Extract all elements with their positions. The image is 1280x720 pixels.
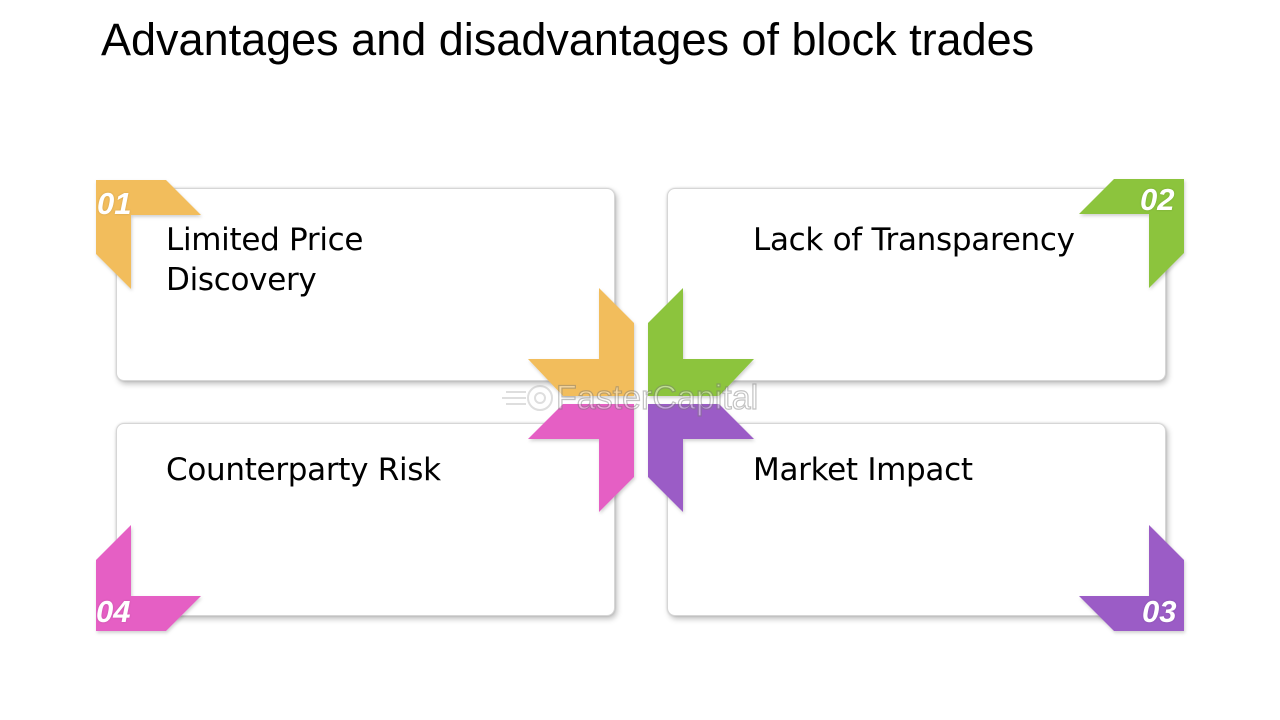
item-label-line-1: Limited Price (166, 222, 364, 258)
card-market-impact (667, 423, 1166, 616)
center-arrow-01 (528, 288, 634, 396)
item-label-market-impact: Market Impact (753, 452, 973, 488)
item-label-line-2: Discovery (166, 262, 317, 298)
watermark-text: FasterCapital (555, 378, 759, 417)
item-number-04: 04 (96, 594, 131, 629)
item-label-counterparty-risk: Counterparty Risk (166, 452, 441, 488)
corner-tag-03 (1079, 525, 1184, 631)
card-counterparty-risk (116, 423, 615, 616)
card-limited-price-discovery (116, 188, 615, 381)
item-number-01: 01 (97, 186, 132, 221)
item-number-02: 02 (1140, 182, 1175, 217)
page-title: Advantages and disadvantages of block tr… (101, 14, 1035, 65)
corner-tag-04 (96, 525, 201, 631)
item-number-03: 03 (1142, 594, 1177, 629)
center-arrow-02 (648, 288, 754, 396)
center-arrow-04 (528, 404, 634, 512)
corner-tag-02 (1079, 179, 1184, 288)
card-lack-of-transparency (667, 188, 1166, 381)
corner-tag-01 (96, 180, 201, 289)
item-label-limited-price-discovery: Limited Price Discovery (166, 220, 586, 300)
gear-icon (502, 385, 553, 411)
center-arrow-03 (648, 404, 754, 512)
item-label-lack-of-transparency: Lack of Transparency (753, 222, 1075, 258)
